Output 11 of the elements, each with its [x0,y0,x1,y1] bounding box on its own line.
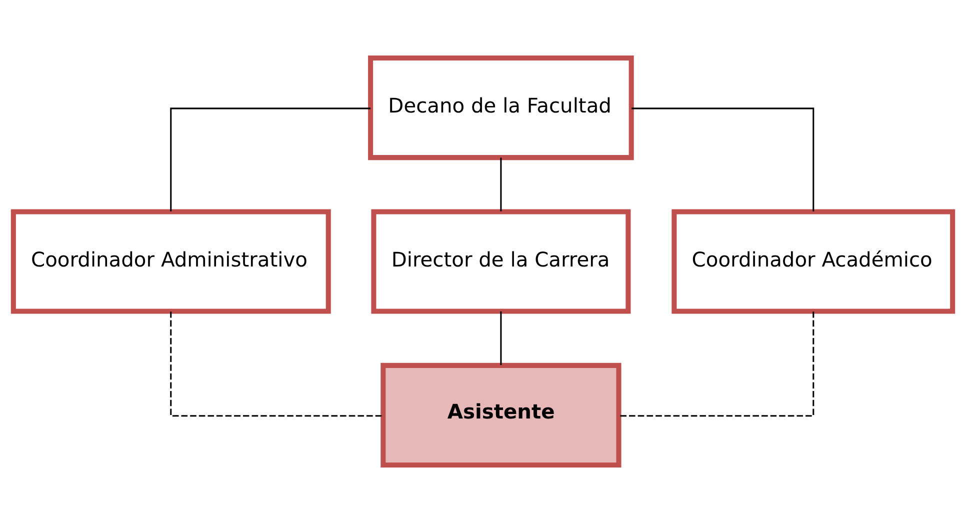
connector [632,107,814,211]
node-box: Coordinador Administrativo [10,208,331,314]
node-box: Asistente [380,362,622,467]
node-box: Decano de la Facultad [368,55,634,160]
node-box: Coordinador Académico [672,208,956,314]
connector [500,310,502,365]
connector [170,311,383,416]
node-box: Director de la Carrera [371,208,631,314]
connector [170,107,370,211]
connector [619,311,814,416]
connector [500,157,502,211]
